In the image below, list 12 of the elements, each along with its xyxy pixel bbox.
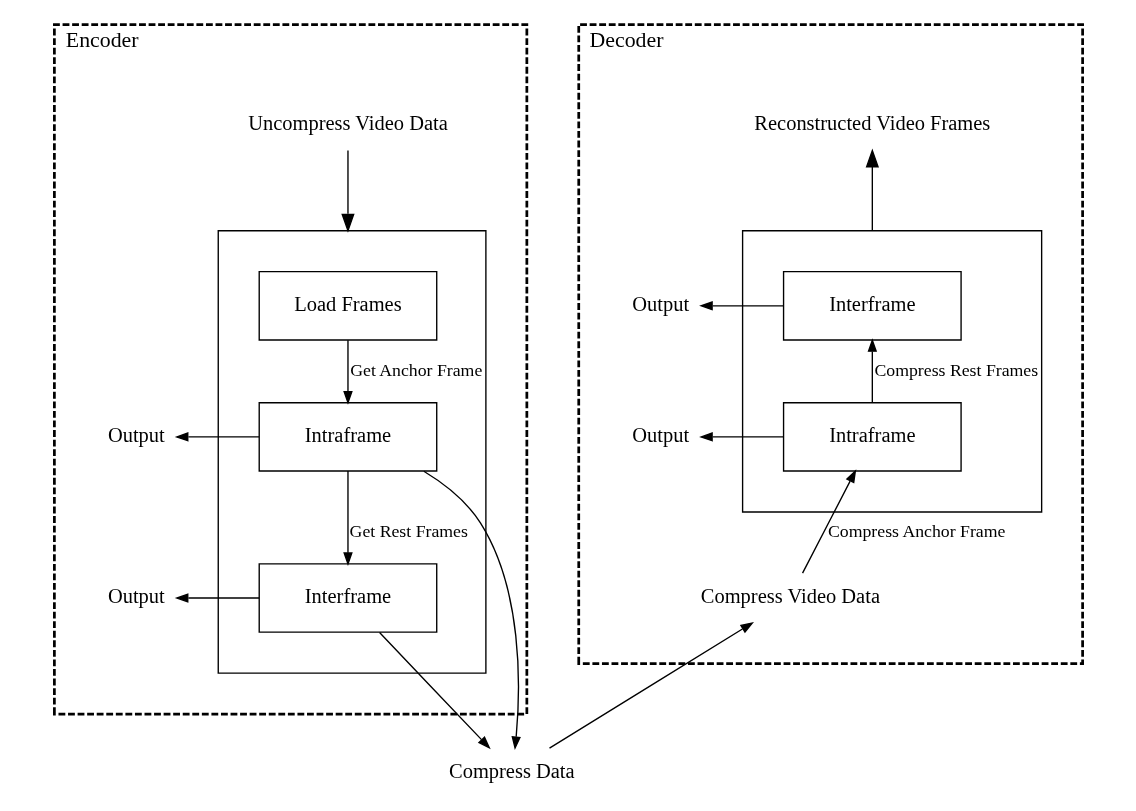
- node-text: Uncompress Video Data: [247, 112, 448, 135]
- node-text: Compress Data: [448, 759, 575, 782]
- node-text: Reconstructed Video Frames: [753, 112, 990, 135]
- node-text: Output: [631, 292, 689, 315]
- node-text: Output: [107, 423, 165, 446]
- edge-label: Compress Anchor Frame: [827, 521, 1005, 542]
- node-text: Output: [107, 584, 165, 607]
- node-text: Output: [631, 423, 689, 446]
- edge-label: Get Rest Frames: [349, 521, 468, 542]
- node-text: Compress Video Data: [700, 584, 880, 607]
- edge-label: Get Anchor Frame: [349, 360, 482, 381]
- edge-label: Compress Rest Frames: [873, 360, 1038, 381]
